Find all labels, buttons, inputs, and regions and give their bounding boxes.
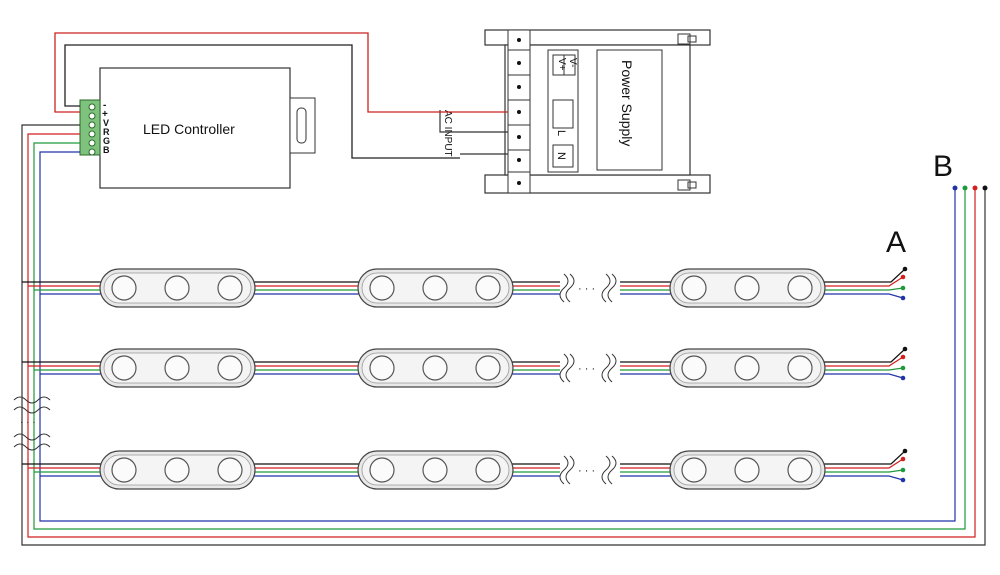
led-row: · · · [22, 346, 908, 388]
wire-end-dot [900, 477, 906, 483]
led-lens [217, 275, 243, 301]
wire-end-dot [900, 375, 906, 381]
bus-break-symbol [13, 396, 51, 451]
ps-label-n: N [555, 152, 567, 160]
led-lens [422, 457, 448, 483]
wire-end-dot [900, 295, 906, 301]
led-lens [164, 457, 190, 483]
led-module [99, 268, 256, 308]
led-module [357, 450, 514, 490]
power-supply: V+ V- L N Power Supply [484, 29, 711, 194]
led-module [357, 348, 514, 388]
label-b: B [933, 150, 953, 183]
wire-end-dot [900, 467, 906, 473]
led-row: · · · [22, 448, 908, 490]
led-lens [422, 355, 448, 381]
left-bus [21, 124, 986, 546]
terminal-g: G [103, 136, 110, 146]
controller-title: LED Controller [143, 121, 235, 137]
led-module [99, 450, 256, 490]
led-module [669, 450, 826, 490]
led-lens [787, 457, 813, 483]
led-controller: LED Controller - + V R G B [79, 67, 316, 189]
led-lens [475, 457, 501, 483]
led-module [669, 348, 826, 388]
led-lens [422, 275, 448, 301]
wire-end-dot [902, 346, 908, 352]
led-lens [111, 355, 137, 381]
led-lens [734, 457, 760, 483]
wire-break-symbol [559, 273, 569, 303]
wire-end-dot [902, 448, 908, 454]
wire-break-symbol [559, 455, 569, 485]
wire-end-dot [900, 285, 906, 291]
wire-end-dot [900, 274, 906, 280]
led-module [357, 268, 514, 308]
terminal-r: R [103, 127, 110, 137]
row-ellipsis: · · · [578, 283, 595, 295]
terminal-v: V [103, 118, 109, 128]
wire-break-symbol [601, 273, 611, 303]
power-wire-negative [64, 44, 460, 159]
power-supply-title: Power Supply [619, 60, 635, 146]
bus-ellipsis: · · · [20, 417, 36, 428]
ps-label-vminus: V- [567, 58, 578, 67]
led-lens [475, 275, 501, 301]
led-lens [369, 457, 395, 483]
led-lens [164, 355, 190, 381]
terminal-minus: - [103, 100, 106, 111]
power-wire-positive [54, 32, 508, 113]
ps-label-vplus: V+ [556, 58, 567, 71]
led-lens [369, 355, 395, 381]
led-lens [734, 355, 760, 381]
led-lens [111, 457, 137, 483]
label-a: A [886, 226, 906, 259]
led-lens [787, 355, 813, 381]
terminal-b: B [103, 145, 110, 155]
led-lens [111, 275, 137, 301]
wire-end-dot [900, 456, 906, 462]
led-lens [681, 355, 707, 381]
led-lens [681, 457, 707, 483]
wire-break-symbol [601, 353, 611, 383]
led-lens [475, 355, 501, 381]
led-module [99, 348, 256, 388]
wire-end-dot [900, 354, 906, 360]
wire-break-symbol [559, 353, 569, 383]
ps-label-l: L [555, 130, 567, 136]
led-module-rows: · · · · · · · · · [22, 266, 908, 490]
led-lens [369, 275, 395, 301]
wire-break-symbol [601, 455, 611, 485]
led-lens [681, 275, 707, 301]
wire-end-dot [900, 365, 906, 371]
led-lens [217, 457, 243, 483]
led-lens [217, 355, 243, 381]
row-ellipsis: · · · [578, 465, 595, 477]
led-module [669, 268, 826, 308]
ps-terminal-block [507, 29, 531, 194]
led-row: · · · [22, 266, 908, 308]
ac-input-label: AC INPUT [442, 110, 453, 157]
terminal-plus: + [102, 109, 108, 120]
led-lens [164, 275, 190, 301]
row-ellipsis: · · · [578, 363, 595, 375]
led-lens [734, 275, 760, 301]
wire-end-dot [902, 266, 908, 272]
led-lens [787, 275, 813, 301]
